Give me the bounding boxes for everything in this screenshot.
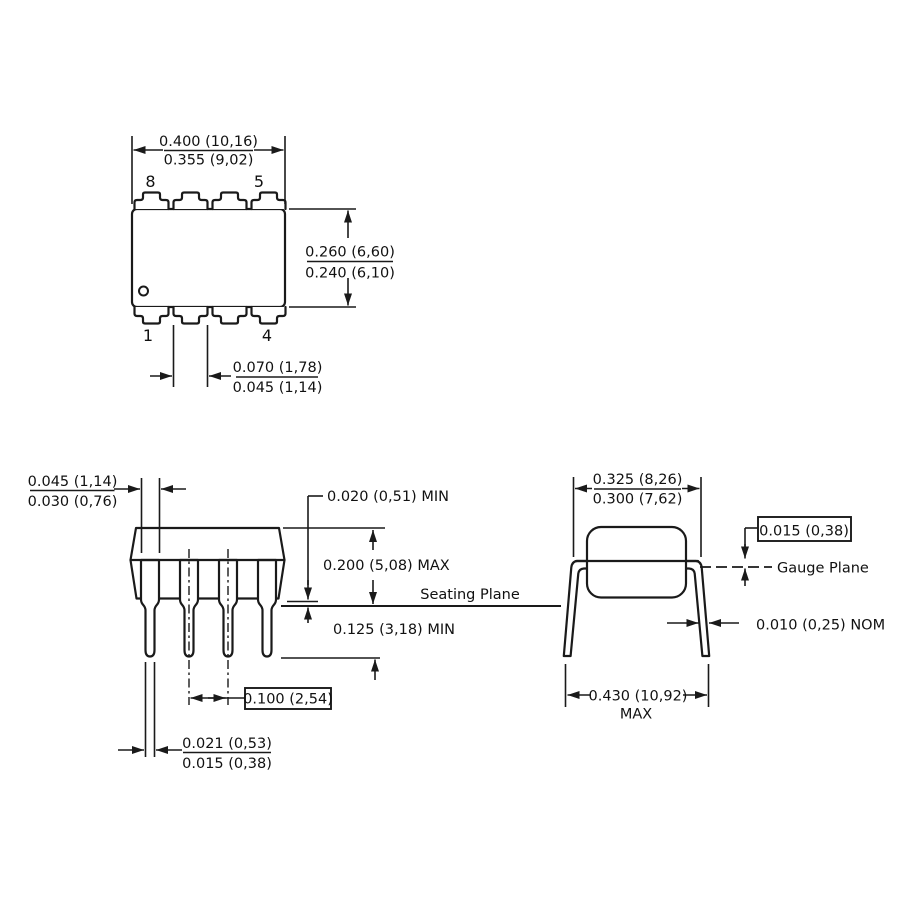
dim-row-width-max: 0.325 (8,26) [593, 472, 683, 488]
pin-6-top [211, 191, 248, 211]
side-view: 0.045 (1,14) 0.030 (0,76) 0.020 (0,51) M… [28, 474, 561, 772]
dim-lead-width: 0.021 (0,53) 0.015 (0,38) [118, 662, 272, 772]
dim-standoff: 0.020 (0,51) MIN [287, 489, 449, 623]
end-lead-left [562, 559, 594, 658]
dim-standoff-label: 0.020 (0,51) MIN [327, 489, 449, 505]
pin-4-bottom [250, 305, 287, 325]
dim-lead-shoulder: 0.070 (1,78) 0.045 (1,14) [150, 325, 322, 396]
dim-lead-width-max: 0.021 (0,53) [182, 736, 272, 752]
pin-2-bottom [172, 305, 209, 325]
pin-7-top [172, 191, 209, 211]
dim-shoulder-width-min: 0.030 (0,76) [28, 494, 118, 510]
dim-lead-thickness-label: 0.010 (0,25) NOM [756, 618, 885, 634]
pin-1-bottom [133, 305, 170, 325]
dim-lead-width-min: 0.015 (0,38) [182, 756, 272, 772]
dim-lead-shoulder-max: 0.070 (1,78) [233, 360, 323, 376]
end-view: 0.325 (8,26) 0.300 (7,62) 0.015 (0,38) G… [562, 472, 885, 723]
package-body-top-view [130, 207, 287, 309]
dim-body-height-min: 0.240 (6,10) [305, 266, 395, 282]
side-lead-1 [139, 558, 161, 658]
dim-overall-width-qualifier: MAX [620, 707, 652, 723]
pin-3-bottom [211, 305, 248, 325]
dim-pitch-label: 0.100 (2,54) [243, 692, 333, 708]
dim-body-width-max: 0.400 (10,16) [159, 134, 258, 150]
dim-gauge-offset-box [757, 516, 852, 542]
dim-body-width: 0.400 (10,16) 0.355 (9,02) [131, 134, 286, 204]
dim-body-height: 0.260 (6,60) 0.240 (6,10) [289, 208, 395, 308]
top-view: 8 5 1 4 0.400 (10,16) 0.355 (9,02) 0.260… [130, 134, 395, 396]
pin-label-4: 4 [262, 326, 272, 345]
dim-overall-width-label: 0.430 (10,92) [589, 689, 688, 705]
package-body-end-view [585, 525, 688, 599]
pin-5-top [250, 191, 287, 211]
dim-lead-length-label: 0.125 (3,18) MIN [333, 622, 455, 638]
pin-label-1: 1 [143, 326, 153, 345]
pin1-indicator-dot [138, 285, 149, 297]
dim-height: 0.200 (5,08) MAX [283, 527, 450, 604]
dim-pitch-box [244, 687, 332, 710]
dim-body-width-min: 0.355 (9,02) [164, 153, 254, 169]
pin-label-5: 5 [254, 172, 264, 191]
dim-row-width: 0.325 (8,26) 0.300 (7,62) [572, 472, 702, 557]
dim-lead-thickness: 0.010 (0,25) NOM [667, 618, 885, 634]
pin-label-8: 8 [145, 172, 155, 191]
dim-height-label: 0.200 (5,08) MAX [323, 558, 450, 574]
dim-gauge-offset: 0.015 (0,38) [741, 516, 852, 586]
dim-shoulder-width: 0.045 (1,14) 0.030 (0,76) [28, 474, 186, 553]
seating-plane-label: Seating Plane [420, 587, 520, 603]
dim-pitch: 0.100 (2,54) [190, 687, 333, 710]
gauge-plane-label: Gauge Plane [777, 561, 869, 577]
dim-gauge-offset-label: 0.015 (0,38) [759, 524, 849, 540]
dim-lead-shoulder-min: 0.045 (1,14) [233, 380, 323, 396]
dim-lead-length: 0.125 (3,18) MIN [281, 622, 455, 680]
pin-8-top [133, 191, 170, 211]
dim-body-height-max: 0.260 (6,60) [305, 245, 395, 261]
dim-overall-width: 0.430 (10,92) MAX [564, 664, 710, 723]
side-lead-4 [256, 558, 278, 658]
dim-row-width-min: 0.300 (7,62) [593, 492, 683, 508]
dim-shoulder-width-max: 0.045 (1,14) [28, 474, 118, 490]
